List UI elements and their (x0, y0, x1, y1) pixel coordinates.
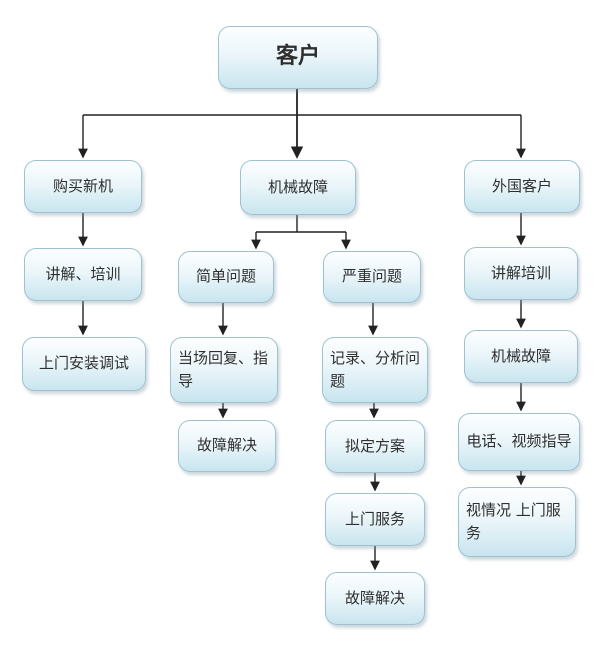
node-record-analyze-problem: 记录、分析问题 (322, 337, 428, 403)
node-foreign-customer: 外国客户 (464, 160, 580, 213)
node-onsite-reply-guidance: 当场回复、指导 (170, 337, 278, 403)
node-simple-problem: 简单问题 (178, 251, 274, 303)
node-buy-new-machine: 购买新机 (24, 160, 142, 213)
node-fault-resolved-simple: 故障解决 (178, 420, 276, 472)
node-fault-resolved-serious: 故障解决 (325, 572, 425, 625)
node-explain-training: 讲解、培训 (24, 248, 142, 301)
node-onsite-install-debug: 上门安装调试 (22, 337, 146, 391)
node-mechanical-failure-foreign: 机械故障 (464, 330, 578, 383)
node-onsite-service-as-needed: 视情况 上门服务 (458, 487, 576, 557)
node-explain-training-foreign: 讲解培训 (464, 247, 578, 300)
node-serious-problem: 严重问题 (323, 251, 421, 303)
node-onsite-service: 上门服务 (325, 493, 425, 546)
node-phone-video-guidance: 电话、视频指导 (458, 413, 580, 471)
node-mechanical-failure: 机械故障 (240, 160, 356, 215)
node-customer: 客户 (218, 26, 378, 89)
node-draft-plan: 拟定方案 (325, 420, 425, 473)
